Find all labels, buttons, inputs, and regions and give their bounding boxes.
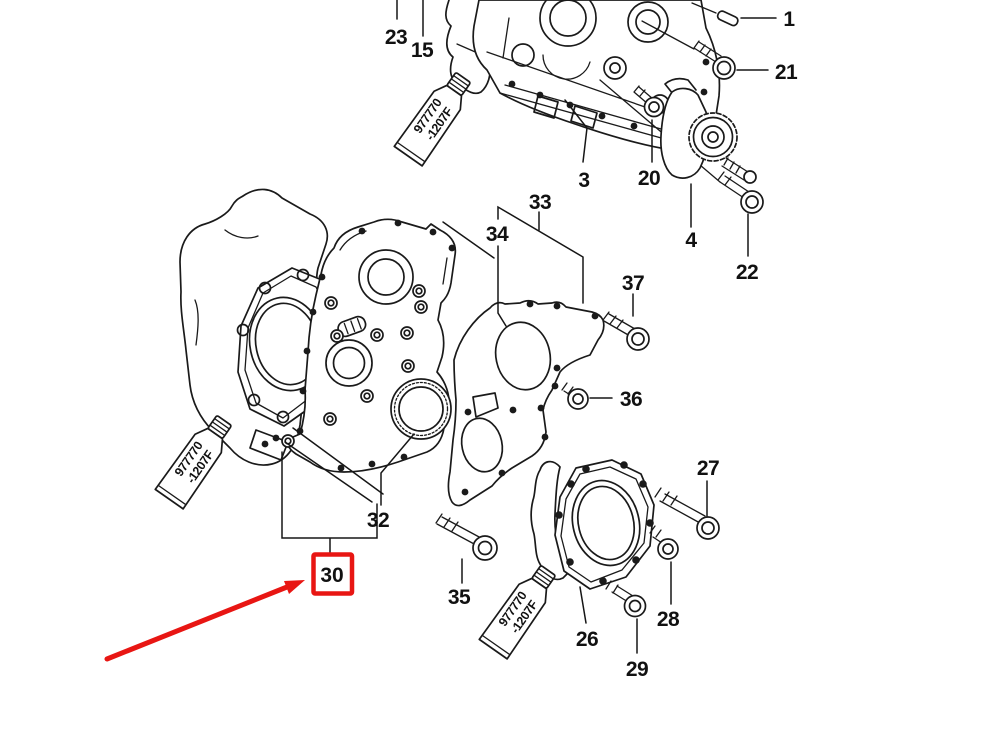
callout-28[interactable]: 28 [657, 608, 681, 631]
callout-27[interactable]: 27 [697, 457, 720, 480]
callout-23[interactable]: 23 [385, 26, 408, 49]
oil-seal [390, 378, 452, 440]
dowel-pin [716, 10, 739, 27]
oil-pump [660, 77, 757, 184]
bolt-22 [717, 171, 764, 214]
callout-34[interactable]: 34 [486, 223, 510, 246]
callout-35[interactable]: 35 [448, 586, 472, 609]
callout-37[interactable]: 37 [622, 272, 645, 295]
callout-22[interactable]: 22 [736, 261, 759, 284]
callout-32[interactable]: 32 [367, 509, 390, 532]
callout-33[interactable]: 33 [529, 191, 552, 214]
bolt-36 [561, 382, 589, 410]
bolt-37 [602, 311, 650, 351]
bolt-27 [654, 487, 720, 540]
bolt-20 [633, 85, 665, 118]
highlight-group: 30 [104, 552, 355, 662]
callout-36[interactable]: 36 [620, 388, 643, 411]
sealant-tube-left: 977770 -1207F [154, 409, 240, 510]
callout-21[interactable]: 21 [775, 61, 799, 84]
callout-15[interactable]: 15 [411, 39, 435, 62]
sealant-tube-top: 977770 -1207F [393, 66, 479, 167]
bolt-35 [435, 513, 498, 561]
highlight-box[interactable] [311, 552, 355, 596]
timing-case-cover [281, 218, 457, 473]
highlight-arrow [104, 584, 290, 662]
callout-29[interactable]: 29 [626, 658, 649, 681]
callout-20[interactable]: 20 [638, 167, 661, 190]
callout-1[interactable]: 1 [783, 8, 796, 31]
sealant-tube-bottom: 977770 -1207F [478, 559, 564, 660]
highlight-arrowhead [284, 580, 305, 594]
bolt-29 [605, 580, 647, 618]
callout-labels: 23 15 1 21 3 20 4 22 33 34 37 36 32 35 2… [367, 8, 799, 681]
bolt-28 [649, 525, 679, 560]
leader-lines [281, 0, 777, 654]
bolt-21 [693, 40, 736, 80]
flywheel-gasket [447, 299, 605, 507]
callout-30[interactable]: 30 [320, 564, 343, 587]
bearing-case-26 [530, 459, 655, 590]
callout-4[interactable]: 4 [685, 229, 698, 252]
callout-3[interactable]: 3 [578, 169, 590, 192]
assembly-axis-lines [486, 2, 721, 183]
callout-26[interactable]: 26 [576, 628, 599, 651]
